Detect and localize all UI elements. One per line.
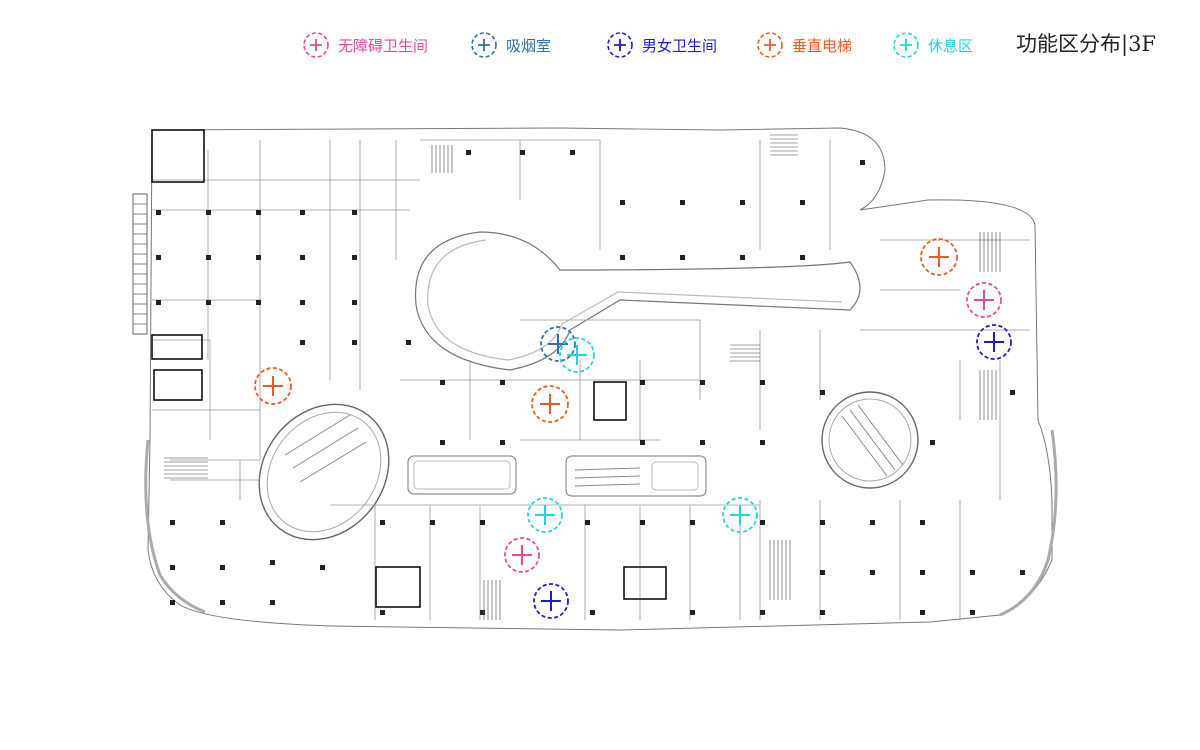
atrium-void bbox=[414, 231, 861, 371]
smoking-room-icon bbox=[471, 32, 497, 58]
accessible-restroom-marker bbox=[504, 537, 540, 573]
rest-area-marker bbox=[559, 337, 595, 373]
accessible-restroom-marker bbox=[966, 282, 1002, 318]
structural-columns bbox=[156, 150, 1025, 615]
legend-label: 垂直电梯 bbox=[792, 36, 853, 55]
legend-label: 吸烟室 bbox=[506, 36, 552, 55]
interior-walls bbox=[152, 139, 1030, 620]
elevator-marker bbox=[920, 238, 958, 276]
rest-area-marker bbox=[722, 497, 758, 533]
location-markers bbox=[254, 238, 1012, 619]
floor-outline bbox=[132, 127, 1058, 631]
elevator-marker bbox=[254, 367, 292, 405]
legend-label: 休息区 bbox=[928, 36, 974, 55]
legend: 无障碍卫生间 吸烟室 男女卫生间 垂直电梯 休息区 bbox=[0, 26, 1200, 66]
restroom-marker bbox=[533, 583, 569, 619]
accessible-restroom-icon bbox=[303, 32, 329, 58]
escalator-void-left bbox=[258, 403, 390, 541]
rest-area-marker bbox=[527, 497, 563, 533]
elevator-icon bbox=[757, 32, 783, 58]
legend-item-smoking-room: 吸烟室 bbox=[470, 30, 551, 60]
elevator-marker bbox=[531, 385, 569, 423]
restroom-marker bbox=[976, 324, 1012, 360]
core-blocks bbox=[151, 129, 667, 608]
legend-label: 无障碍卫生间 bbox=[338, 36, 429, 55]
legend-item-accessible-restroom: 无障碍卫生间 bbox=[302, 30, 428, 60]
legend-item-restroom: 男女卫生间 bbox=[606, 30, 717, 60]
legend-label: 男女卫生间 bbox=[642, 36, 718, 55]
page-title: 功能区分布|3F bbox=[1016, 32, 1157, 56]
legend-item-elevator: 垂直电梯 bbox=[756, 30, 852, 60]
rest-area-icon bbox=[893, 32, 919, 58]
escalator-void-right bbox=[821, 391, 919, 489]
legend-item-rest-area: 休息区 bbox=[892, 30, 973, 60]
central-voids bbox=[407, 455, 707, 497]
stair-hatching bbox=[164, 134, 1001, 620]
restroom-icon bbox=[607, 32, 633, 58]
